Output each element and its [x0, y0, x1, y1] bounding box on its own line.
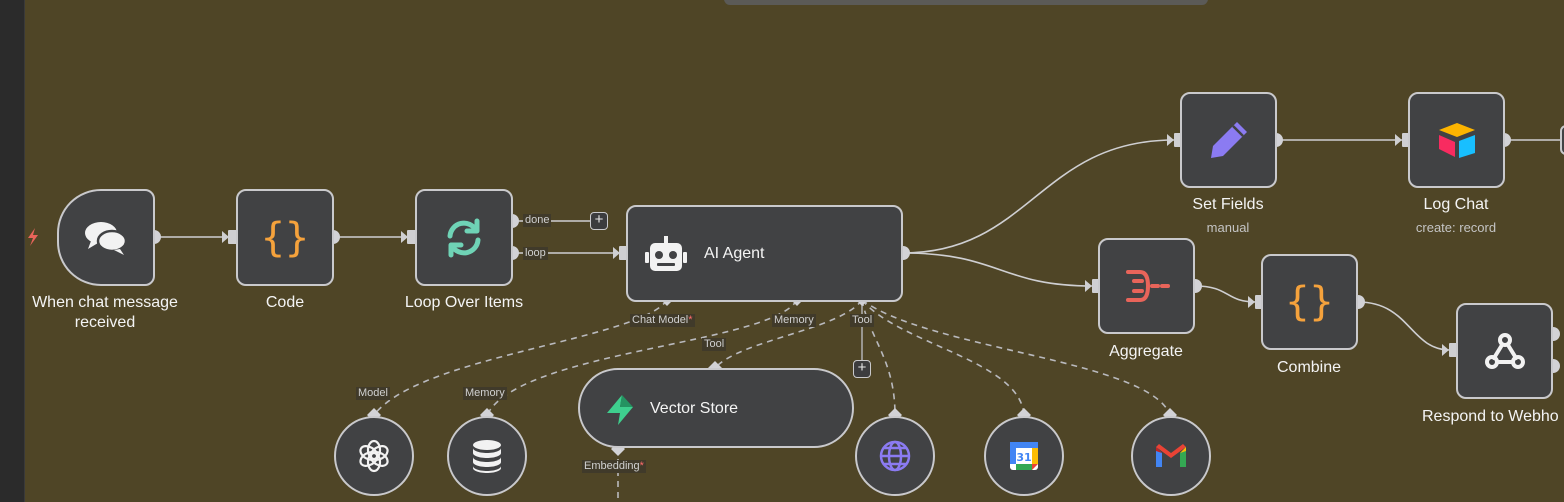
port-label-embedding: Embedding* [582, 460, 646, 473]
ai-agent-label: AI Agent [704, 245, 765, 262]
pencil-icon [1182, 94, 1275, 186]
gmail-tool-node[interactable] [1131, 416, 1211, 496]
loop-over-items-node[interactable] [415, 189, 513, 286]
set-fields-node[interactable] [1180, 92, 1277, 188]
input-port-respond [1449, 343, 1458, 357]
chat-bubbles-icon [59, 191, 153, 284]
input-port-loop [407, 230, 416, 244]
memory-db-node[interactable] [447, 416, 527, 496]
set-fields-subtitle: manual [1206, 220, 1250, 235]
log-chat-node[interactable] [1408, 92, 1505, 188]
input-port-code [228, 230, 237, 244]
curly-braces-icon: {} [260, 214, 310, 261]
connection-agent-setfields [902, 139, 1175, 254]
svg-text:31: 31 [1016, 451, 1031, 464]
port-label-chat-model: Chat Model* [630, 314, 695, 327]
left-toolbar-strip [0, 0, 25, 502]
aggregate-icon [1100, 240, 1193, 332]
add-node-done-button[interactable]: + [590, 212, 608, 230]
connection-tool-gmail [861, 299, 1171, 416]
connection-agent-aggregate [902, 252, 1093, 287]
port-label-memory: Memory [772, 314, 816, 327]
trigger-bolt-icon [28, 228, 38, 246]
airtable-icon [1410, 94, 1503, 186]
log-chat-subtitle: create: record [1415, 220, 1497, 235]
code-label: Code [265, 294, 305, 311]
supabase-icon [600, 390, 640, 430]
connection-aggregate-combine [1194, 285, 1257, 303]
globe-icon [857, 418, 933, 494]
port-label-memory-sub: Memory [463, 387, 507, 400]
curly-braces-icon: {} [1285, 279, 1334, 325]
robot-icon [644, 235, 688, 275]
aggregate-label: Aggregate [1109, 343, 1183, 360]
combine-label: Combine [1276, 359, 1342, 376]
refresh-icon [417, 191, 511, 284]
webhook-icon [1458, 305, 1551, 397]
input-port-agent [619, 246, 628, 260]
log-chat-label: Log Chat [1423, 196, 1489, 213]
set-fields-label: Set Fields [1192, 196, 1264, 213]
loop-done-label: done [523, 214, 552, 227]
vector-store-node[interactable]: Vector Store [578, 368, 854, 448]
chat-trigger-node[interactable] [57, 189, 155, 286]
code-node[interactable]: {} [236, 189, 334, 286]
loop-label: Loop Over Items [404, 294, 524, 311]
openai-icon [336, 418, 412, 494]
gmail-icon [1133, 418, 1209, 494]
combine-node[interactable]: {} [1261, 254, 1358, 350]
chat-trigger-label: When chat message received [32, 294, 178, 331]
google-calendar-icon: 31 [986, 418, 1062, 494]
respond-to-webhook-node[interactable] [1456, 303, 1553, 399]
add-tool-button[interactable]: + [853, 360, 871, 378]
top-panel-edge [724, 0, 1208, 5]
http-request-tool-node[interactable] [855, 416, 935, 496]
connection-tool-http [861, 299, 896, 416]
connection-tool-calendar [861, 299, 1025, 416]
connection-tool-vectorstore [714, 299, 863, 369]
port-label-model: Model [356, 387, 390, 400]
connection-combine-respond [1357, 301, 1451, 351]
respond-label: Respond to Webho [1422, 408, 1559, 425]
aggregate-node[interactable] [1098, 238, 1195, 334]
offscreen-node[interactable] [1560, 125, 1564, 155]
port-label-vector-tool: Tool [702, 338, 727, 351]
port-label-tool: Tool [850, 314, 875, 327]
openai-chat-model-node[interactable] [334, 416, 414, 496]
google-calendar-tool-node[interactable]: 31 [984, 416, 1064, 496]
ai-agent-node[interactable]: AI Agent [626, 205, 903, 302]
vector-store-label: Vector Store [650, 400, 739, 417]
loop-loop-label: loop [523, 247, 548, 260]
database-icon [449, 418, 525, 494]
